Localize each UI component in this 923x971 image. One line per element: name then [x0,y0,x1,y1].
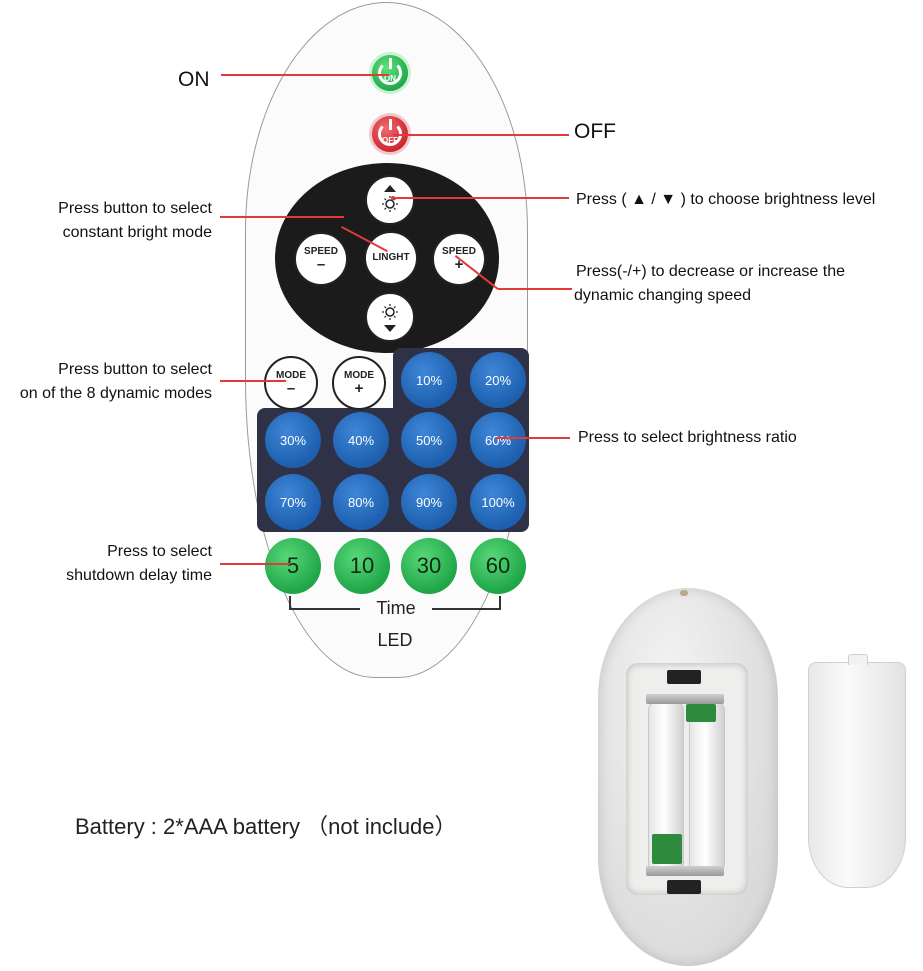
brightness-down-button[interactable] [365,292,415,342]
constant-mode-callout-line1: Press button to select [58,200,212,217]
battery-cover-tab [848,654,868,665]
ratio-callout: Press to select brightness ratio [578,429,797,446]
off-button-label: OFF [382,136,398,145]
on-button[interactable]: ON [369,52,411,94]
pcb-top [686,704,716,722]
brightness-up-icon [382,185,398,212]
ratio-80-button[interactable]: 80% [333,474,389,530]
callout-line-ratio [496,437,570,439]
battery-note: Battery : 2*AAA battery （not include） [75,814,457,839]
brand-label: LED [377,630,413,650]
ratio-30-button[interactable]: 30% [265,412,321,468]
timer-60-button[interactable]: 60 [470,538,526,594]
power-icon [378,58,402,85]
constant-mode-callout-line2: constant bright mode [62,224,212,241]
callout-line-mode [220,380,286,382]
timer-5-button[interactable]: 5 [265,538,321,594]
timer-30-button[interactable]: 30 [401,538,457,594]
brightness-up-button[interactable] [365,175,415,225]
on-button-label: ON [384,74,396,83]
mode-plus-button[interactable]: MODE + [332,356,386,410]
callout-line-brightness [393,197,569,199]
callout-line-speed [498,288,572,290]
dynamic-mode-callout-line2: on of the 8 dynamic modes [19,385,212,402]
delay-callout-line1: Press to select [107,543,212,560]
battery-contact-bottom [646,866,724,876]
light-button[interactable]: LINGHT [364,231,418,285]
minus-icon: – [316,256,326,273]
speed-minus-label: SPEED [304,246,338,257]
ratio-90-button[interactable]: 90% [401,474,457,530]
light-button-label: LINGHT [372,252,410,263]
plus-icon: + [354,380,364,397]
plus-icon: + [454,256,464,273]
mode-minus-button[interactable]: MODE – [264,356,318,410]
battery-clip-bottom [667,880,701,894]
speed-plus-label: SPEED [442,246,476,257]
ir-emitter [680,590,688,596]
mode-minus-label: MODE [276,370,306,381]
callout-line-delay [220,563,290,565]
speed-callout-line2: dynamic changing speed [574,287,752,304]
mode-plus-label: MODE [344,370,374,381]
speed-minus-button[interactable]: SPEED – [294,232,348,286]
brightness-down-icon [382,304,398,332]
callout-dot-brightness [391,196,395,200]
delay-callout-line2: shutdown delay time [66,567,212,584]
ratio-20-button[interactable]: 20% [470,352,526,408]
ratio-10-button[interactable]: 10% [401,352,457,408]
ratio-70-button[interactable]: 70% [265,474,321,530]
minus-icon: – [286,380,296,397]
callout-line-constant [220,216,344,218]
dynamic-mode-callout-line1: Press button to select [58,361,212,378]
speed-callout-line1: Press(-/+) to decrease or increase the [576,263,846,280]
callout-line-off [393,134,569,136]
on-callout: ON [178,68,210,91]
pcb-bottom [652,834,682,864]
off-callout: OFF [574,120,616,143]
ratio-40-button[interactable]: 40% [333,412,389,468]
ratio-60-button[interactable]: 60% [470,412,526,468]
battery-cover [808,662,906,888]
time-label: Time [360,598,432,619]
callout-line-on [221,74,389,76]
timer-10-button[interactable]: 10 [334,538,390,594]
brightness-level-callout: Press ( ▲ / ▼ ) to choose brightness lev… [576,191,876,208]
ratio-100-button[interactable]: 100% [470,474,526,530]
speed-plus-button[interactable]: SPEED + [432,232,486,286]
ratio-50-button[interactable]: 50% [401,412,457,468]
battery-clip-top [667,670,701,684]
battery-cell-right [689,702,725,872]
battery-contact-top [646,694,724,704]
